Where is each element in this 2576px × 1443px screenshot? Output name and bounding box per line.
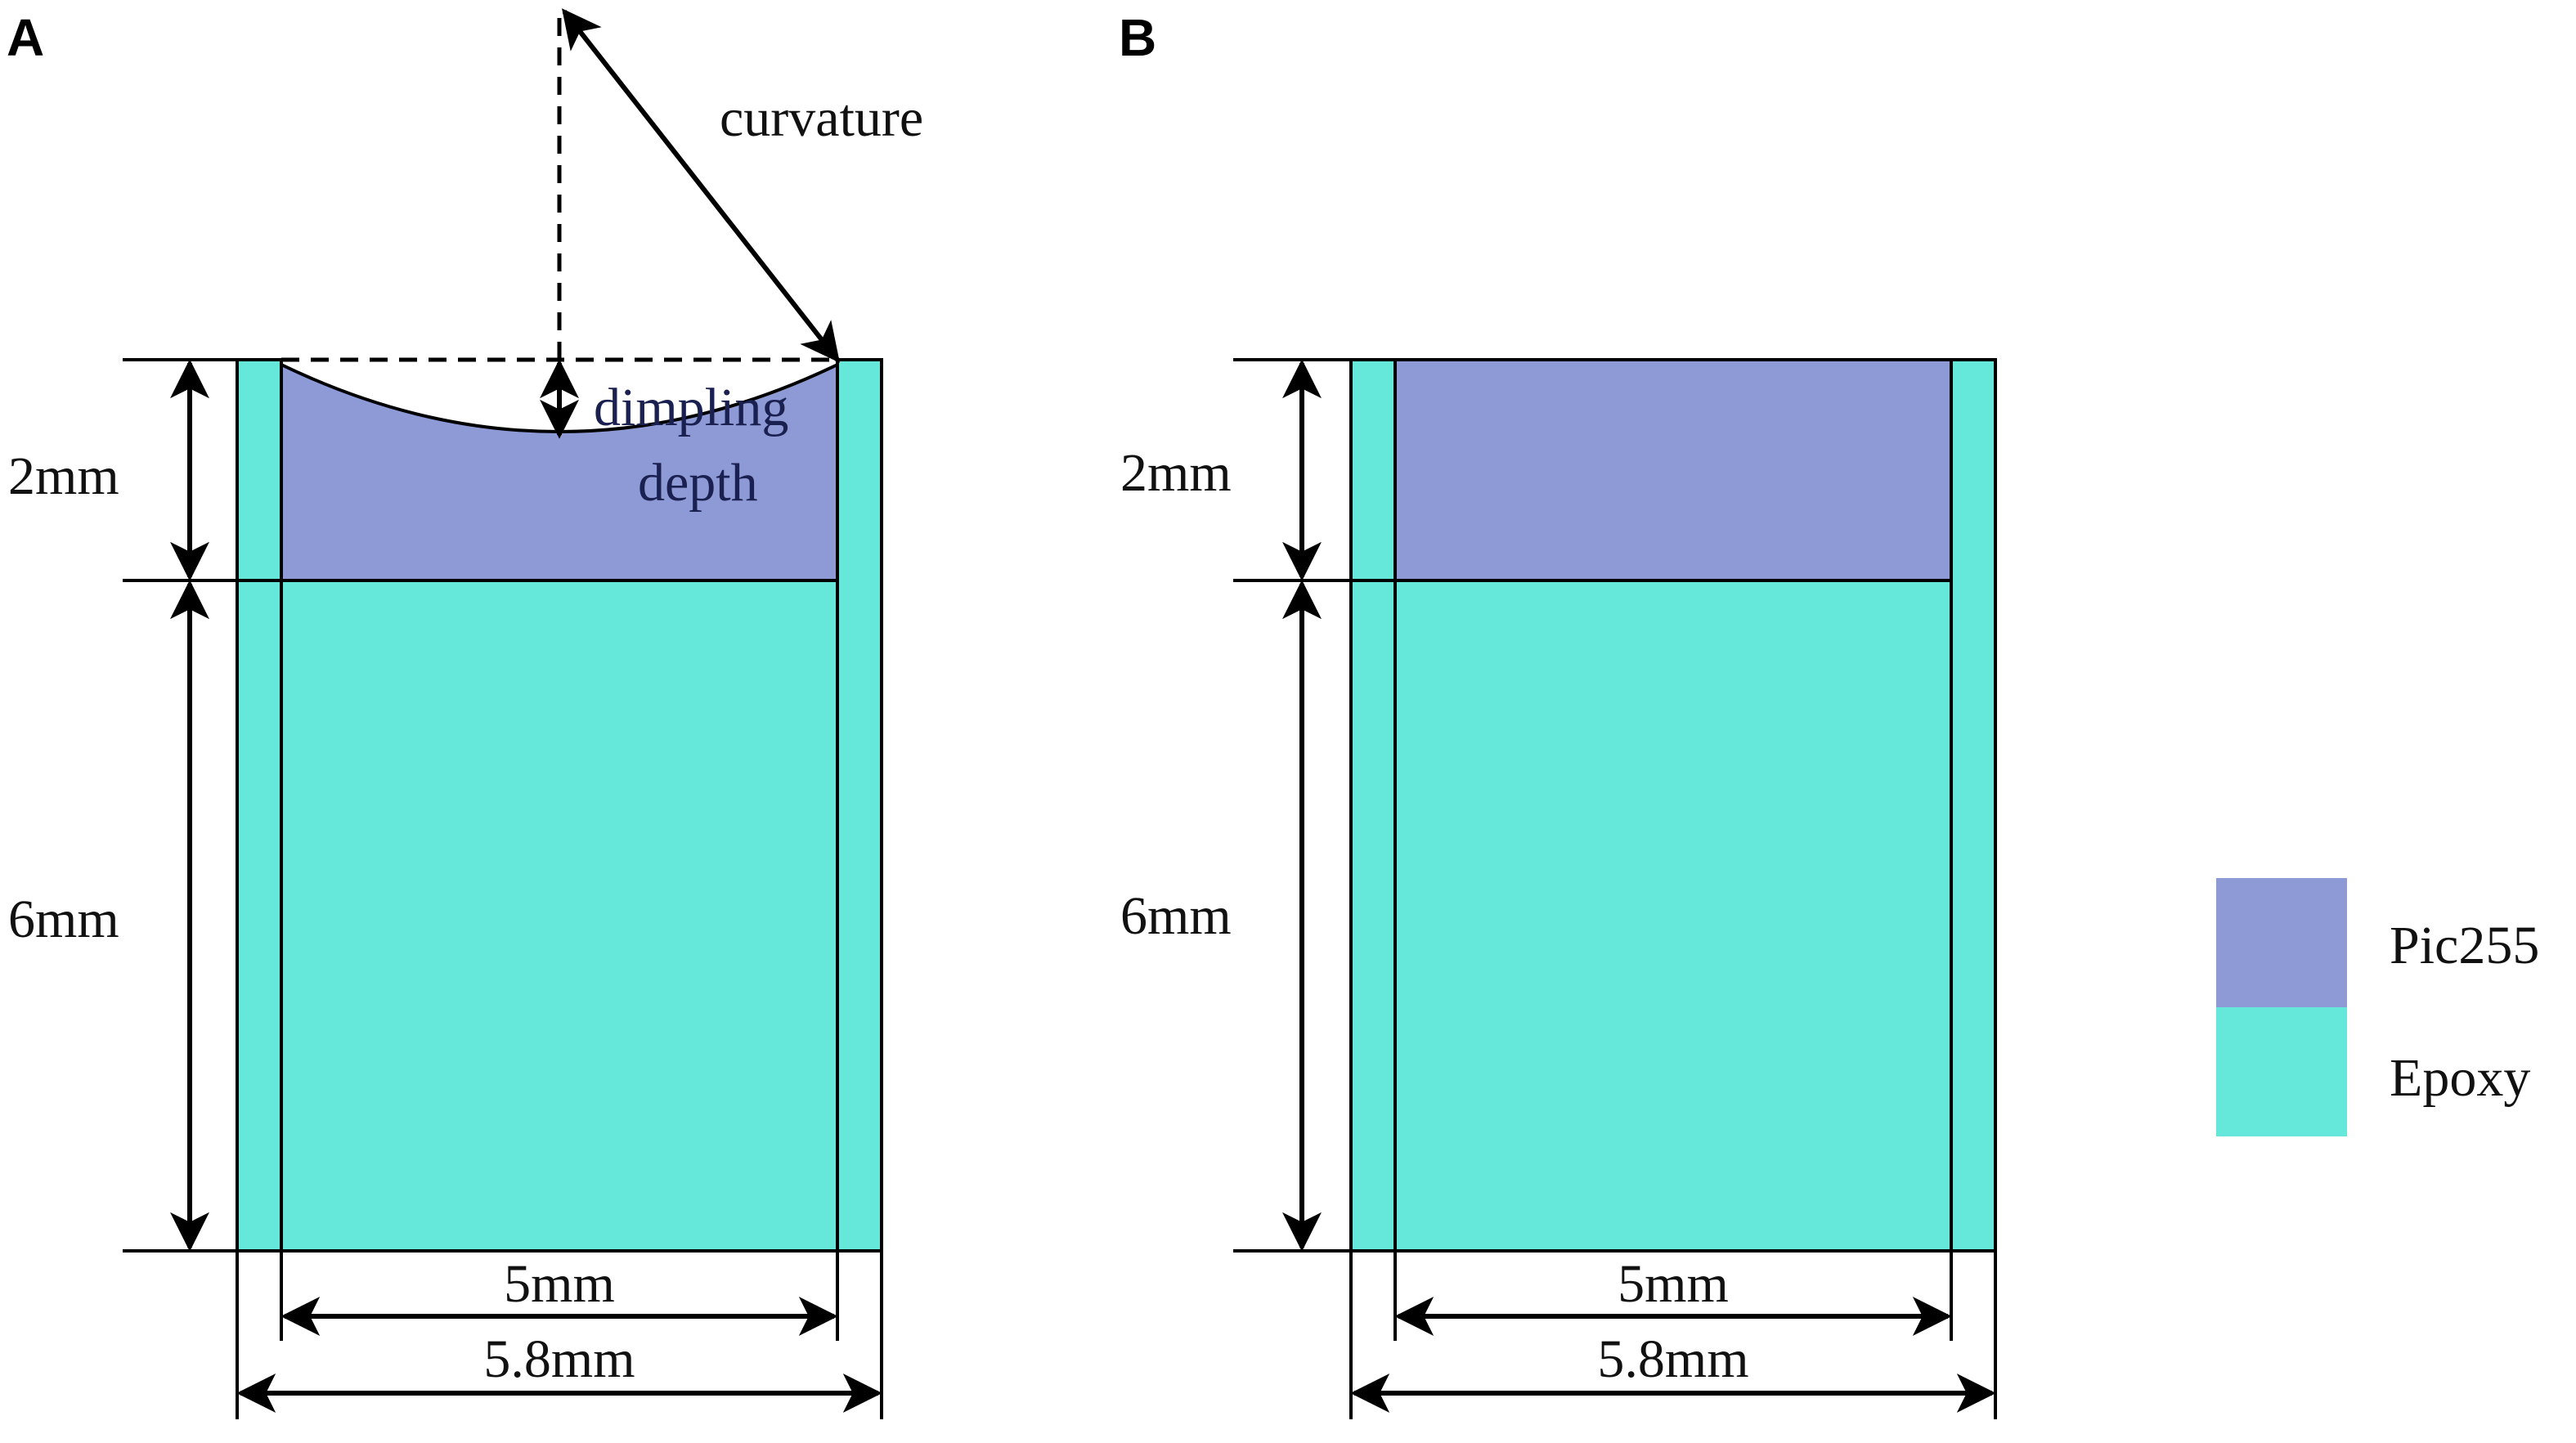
panel-b: B 2mm 6mm 5mm 5.8mm xyxy=(1119,8,1997,1419)
panel-b-letter: B xyxy=(1119,8,1156,67)
panel-b-left-wall xyxy=(1349,358,1397,1253)
panel-a-height-bottom-label: 6mm xyxy=(8,890,119,949)
legend-label-pic255: Pic255 xyxy=(2390,916,2539,975)
panel-b-width-outer-label: 5.8mm xyxy=(1597,1329,1748,1389)
legend-label-epoxy: Epoxy xyxy=(2390,1048,2530,1108)
panel-b-width-inner-label: 5mm xyxy=(1618,1254,1729,1314)
panel-a-curvature-label: curvature xyxy=(720,88,923,148)
panel-a-width-inner-label: 5mm xyxy=(504,1254,615,1314)
legend-swatch-epoxy xyxy=(2216,1007,2347,1136)
panel-a-width-outer-label: 5.8mm xyxy=(483,1329,635,1389)
panel-a-letter: A xyxy=(7,8,44,67)
panel-a-epoxy-block xyxy=(280,579,839,1253)
panel-b-height-top-label: 2mm xyxy=(1120,443,1232,503)
panel-a-pic255-dimpled xyxy=(280,361,839,582)
panel-b-height-bottom-label: 6mm xyxy=(1120,886,1232,946)
panel-a-curvature-arrow xyxy=(562,8,840,363)
panel-a-dimpling-label-1: dimpling xyxy=(594,378,788,437)
panel-a: A curvature dimpling depth 2mm 6mm xyxy=(7,8,923,1419)
panel-b-pic255-block xyxy=(1393,358,1953,582)
panel-a-right-wall xyxy=(836,358,883,1253)
panel-b-epoxy-block xyxy=(1393,579,1953,1253)
panel-a-left-wall xyxy=(236,358,283,1253)
panel-b-right-wall xyxy=(1950,358,1997,1253)
panel-a-dimpling-label-2: depth xyxy=(638,453,758,513)
panel-a-height-top-label: 2mm xyxy=(8,446,119,506)
legend-swatch-pic255 xyxy=(2216,878,2347,1007)
legend: Pic255 Epoxy xyxy=(2216,878,2539,1136)
